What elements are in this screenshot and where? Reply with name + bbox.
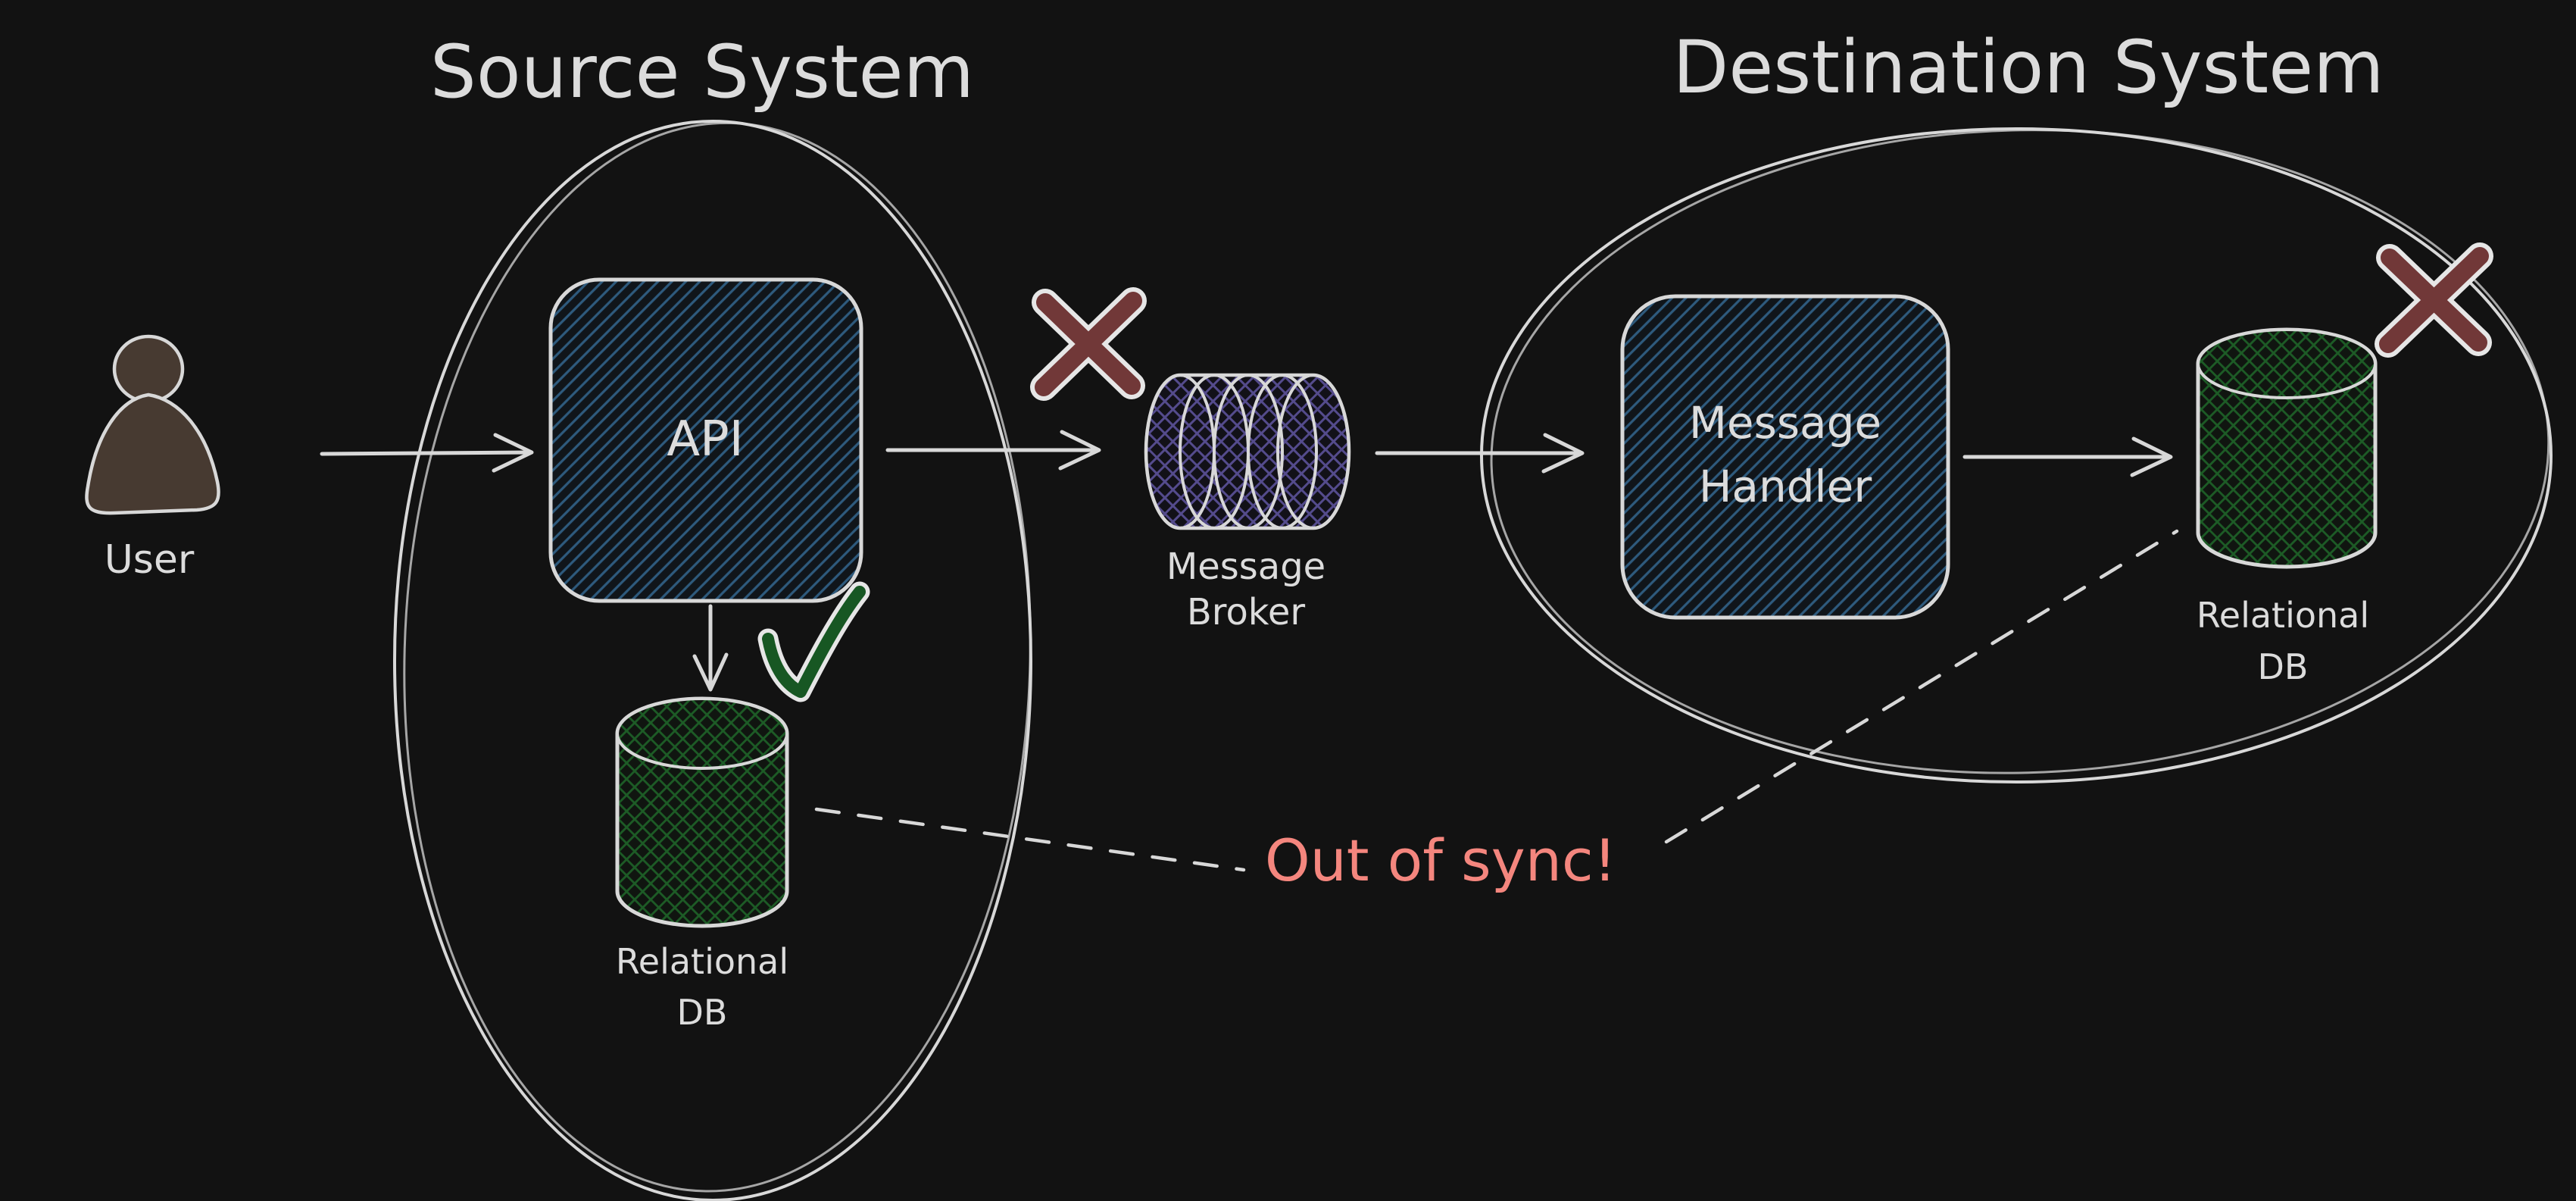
source-db-label-line2: DB — [677, 992, 728, 1033]
error-x-icon-destination-db — [2375, 242, 2493, 358]
message-broker-icon — [1144, 373, 1351, 530]
destination-system-title: Destination System — [1672, 25, 2384, 110]
api-box: API — [548, 277, 863, 603]
source-system-boundary — [393, 120, 1032, 1201]
error-x-icon-broker — [1030, 287, 1147, 401]
source-system-title: Source System — [430, 30, 974, 114]
message-broker-label-line1: Message — [1166, 546, 1325, 588]
arrow-api-to-broker — [885, 430, 1101, 471]
user-label: User — [105, 537, 195, 583]
message-handler-label-line2: Handler — [1699, 461, 1872, 512]
destination-db-label-line1: Relational — [2197, 595, 2369, 636]
source-relational-db-icon — [615, 696, 789, 928]
arrow-api-to-source-db — [692, 604, 729, 692]
source-db-label-line1: Relational — [616, 941, 788, 982]
arrow-broker-to-handler — [1375, 433, 1585, 474]
destination-relational-db-icon — [2196, 327, 2378, 569]
arrow-handler-to-destination-db — [1962, 436, 2173, 477]
check-icon — [757, 581, 870, 702]
message-broker-label-line2: Broker — [1187, 591, 1306, 633]
api-label: API — [667, 411, 743, 468]
user-icon — [85, 334, 220, 515]
destination-db-label-line2: DB — [2258, 646, 2309, 687]
out-of-sync-label: Out of sync! — [1265, 827, 1616, 894]
destination-system-boundary — [1480, 127, 2553, 783]
message-handler-box: Message Handler — [1620, 294, 1950, 620]
message-handler-label-line1: Message — [1689, 397, 1881, 449]
out-of-sync-connector — [814, 529, 2179, 872]
arrow-user-to-api — [320, 433, 534, 473]
